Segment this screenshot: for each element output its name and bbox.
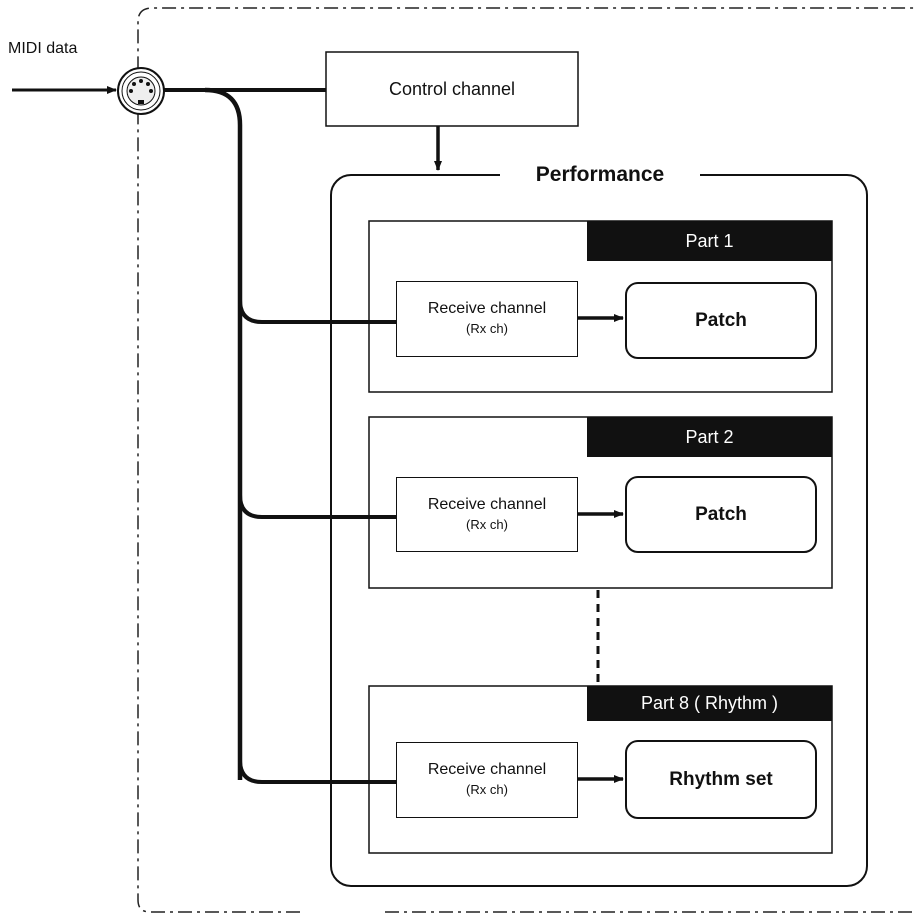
midi-din-connector-icon <box>117 67 165 115</box>
receive-channel-box-8: Receive channel (Rx ch) <box>396 742 578 818</box>
branch-part8 <box>238 759 396 784</box>
part-tab-1: Part 1 <box>587 221 832 261</box>
receive-channel-label: Receive channel <box>427 761 547 778</box>
receive-channel-label: Receive channel <box>427 300 547 317</box>
receive-channel-box-1: Receive channel (Rx ch) <box>396 281 578 357</box>
patch-box-2: Patch <box>625 476 817 553</box>
receive-channel-sub: (Rx ch) <box>466 321 508 336</box>
midi-data-label: MIDI data <box>8 40 78 57</box>
receive-channel-sub: (Rx ch) <box>466 782 508 797</box>
part-tab-2: Part 2 <box>587 417 832 457</box>
control-channel-box <box>325 51 579 127</box>
branch-part1 <box>238 299 396 324</box>
receive-channel-sub: (Rx ch) <box>466 516 508 532</box>
branch-part2 <box>238 494 396 519</box>
vertical-bus <box>204 87 243 780</box>
patch-box-1: Patch <box>625 282 817 359</box>
receive-channel-label: Receive channel <box>427 495 547 513</box>
receive-channel-box-2: Receive channel (Rx ch) <box>396 477 578 552</box>
part-tab-8: Part 8 ( Rhythm ) <box>587 686 832 721</box>
performance-title: Performance <box>500 163 700 187</box>
control-channel-label: Control channel <box>388 78 516 99</box>
rhythm-set-box: Rhythm set <box>625 740 817 819</box>
outer-boundary <box>137 7 916 913</box>
